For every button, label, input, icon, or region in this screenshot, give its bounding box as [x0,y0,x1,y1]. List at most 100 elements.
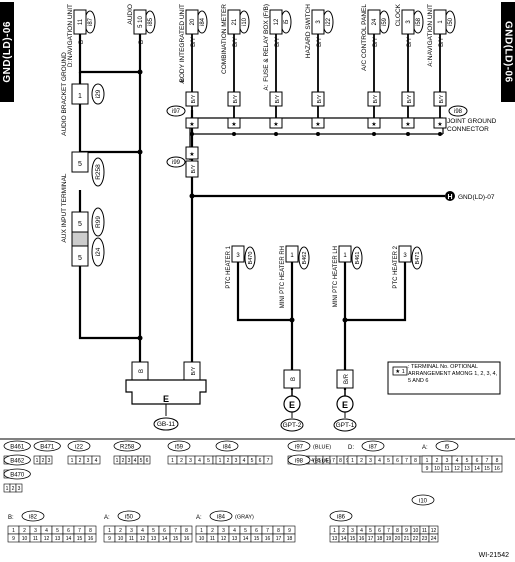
link-target-label: GND(LD)-07 [458,194,495,201]
joint-right-oval [448,105,468,117]
wire-aux-input [78,190,140,340]
module-conn: i85 [148,17,154,26]
module-term: 12 [274,18,280,25]
ptc-name: PTC HEATER 2 [393,245,399,288]
module-wire-box-lower [367,91,381,107]
junction-dots [137,69,348,341]
legend-cell-number: 9 [288,528,291,534]
ptc-term: 1 [343,253,347,259]
legend-cell-number: 3 [34,528,37,534]
diagram-id: WI-21542 [478,552,509,559]
ptc-name: MINI PTC HEATER LH [333,246,339,307]
legend-cell-number: 10 [22,536,28,542]
joint-right-conn: i98 [454,109,463,115]
module-terminal-box [185,9,199,35]
joint-terminal-star: ★ [231,121,236,128]
joint-terminal-box [269,117,283,129]
legend-oval [411,494,435,506]
legend-label: B470 [10,473,25,479]
joint-label: JOINT GROUND CONNECTOR [447,118,497,133]
legend-cell-number: 4 [134,458,137,464]
module-conn: i10 [242,17,248,26]
aux-conn-3-oval [91,237,105,267]
module-term: 21 [232,18,238,25]
module-term: 5 10 [138,16,144,28]
joint-ground-connector: i97 i98 JOINT GROUND CONNECTOR i99 ★ B/Y [166,105,497,178]
joint-dot [274,132,278,136]
legend-cell-number: 24 [431,536,437,542]
module-name: FUSE & RELAY BOX (F/B) [263,4,270,82]
ptc-term: 3 [236,253,240,259]
legend-cell-number: 6 [259,458,262,464]
legend-cell-number: 5 [207,458,210,464]
gb11-id: GB-11 [157,421,176,428]
legend-cell-number: 7 [174,528,177,534]
gpt1-wire: B/R [344,373,350,384]
legend-oval [117,510,141,522]
ptc-name: PTC HEATER 1 [226,245,232,288]
legend-cell-number: 11 [210,536,215,542]
terminal-note-star-box [392,366,408,376]
legend-cell-number: 11 [444,466,449,472]
legend-cell [45,455,53,465]
legend-cell-number: 14 [66,536,72,542]
gnd-ld-07-link: H GND(LD)-07 [445,191,495,201]
legend-oval [287,440,311,452]
legend-side: A: [196,515,202,521]
ptc-term: 1 [290,253,294,259]
legend-side: A: [422,445,428,451]
legend-label: R258 [120,445,135,451]
legend-oval [3,468,31,480]
joint-terminal-box [433,117,447,129]
aux-conn-2: R99 [95,216,102,228]
legend-cell-number: 2 [180,458,183,464]
module-side: A: [264,84,270,90]
legend-cell-number: 6 [146,458,149,464]
legend-label: i82 [29,515,38,521]
legend-cell [91,455,101,465]
joint-left-conn: i97 [172,109,181,115]
module-wire: B/Y [439,37,445,47]
legend-cell-number: 11 [33,536,38,542]
legend-cell-number: 2 [12,486,15,492]
ptc-conn-oval [298,246,310,270]
legend-suffix: (GRAY) [235,515,254,521]
legend-label: i84 [217,515,226,521]
joint-left-oval [166,105,186,117]
joint-terminal-star: ★ [371,121,376,128]
legend-cell [15,483,23,493]
junction-dot [137,149,143,155]
legend-cell-number: 8 [277,528,280,534]
legend-cell-number: 6 [67,528,70,534]
joint-dot [316,132,320,136]
legend-cell-number: 13 [232,536,238,542]
legend-cell-number: 7 [405,458,408,464]
legend-oval [3,454,31,466]
module-conn: i84 [200,17,206,26]
legend-cell-number: 1 [171,458,174,464]
legend-cell-number: 8 [89,528,92,534]
gb11-wire-b: B [139,369,145,373]
legend-cell-number: 4 [243,458,246,464]
legend-cell-number: 1 [426,458,429,464]
legend-cell-number: 3 [130,528,133,534]
junction-dot [137,335,143,341]
legend-cell-number: 7 [267,458,270,464]
terminal-note-text-box: : TERMINAL No. OPTIONAL ARRANGEMENT AMON… [408,364,497,384]
legend-cell-number: 22 [413,536,419,542]
legend-cell-number: 10 [434,466,440,472]
legend-oval [33,440,61,452]
module-name: NAVIGATION UNIT [427,4,434,60]
legend-cell-number: 4 [378,458,381,464]
legend-cell-number: 9 [108,536,111,542]
legend-cell-number: 18 [287,536,293,542]
legend-cell-number: 13 [332,536,338,542]
legend-cell-number: 11 [422,528,427,534]
module-terminal-box [401,9,415,35]
module-wire-box-lower [185,91,199,107]
legend-oval [287,454,311,466]
legend-cell-number: 9 [426,466,429,472]
link-h-letter: H [447,194,452,201]
